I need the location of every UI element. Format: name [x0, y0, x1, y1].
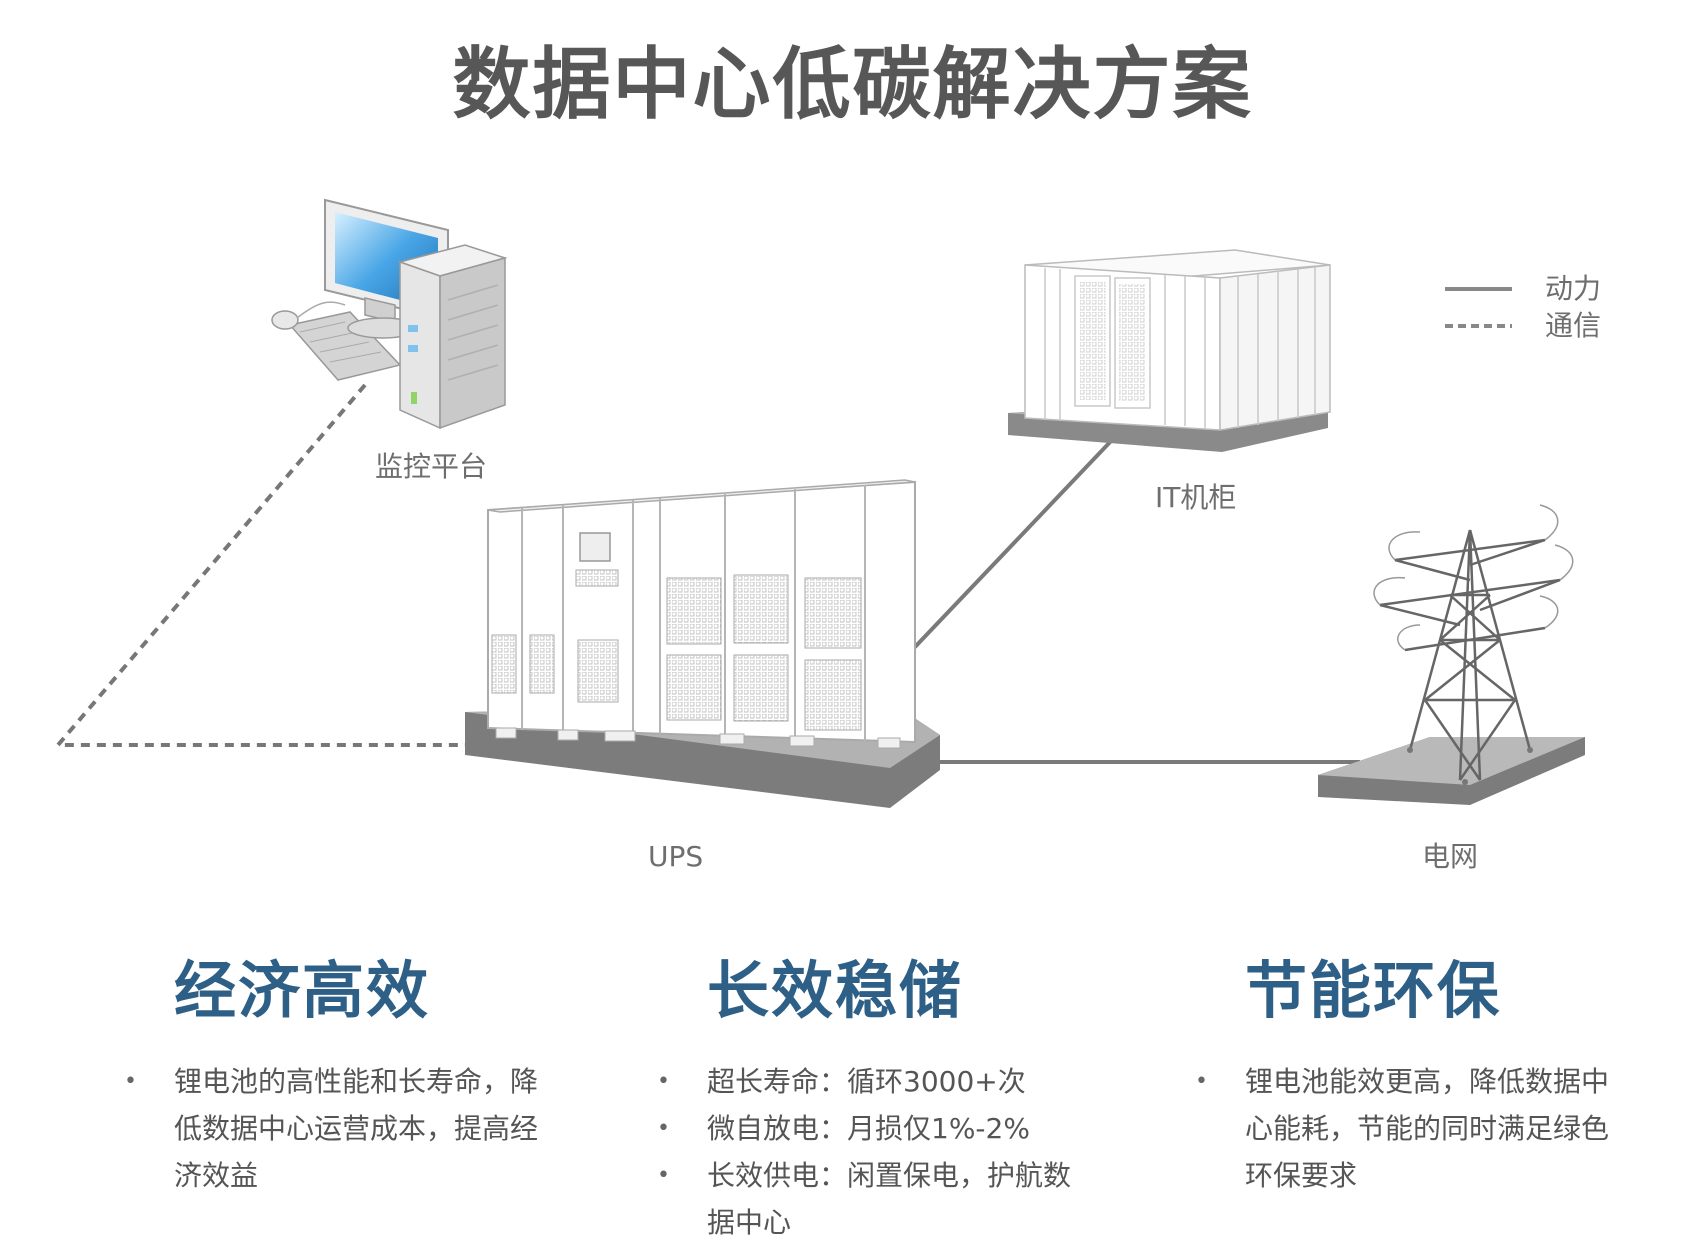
- feature-long-storage-title: 长效稳储: [707, 954, 964, 1027]
- feature-eco-friendly: 节能环保 锂电池能效更高，降低数据中心能耗，节能的同时满足绿色环保要求: [1195, 940, 1645, 1199]
- monitor-platform-label: 监控平台: [375, 450, 487, 483]
- feature-long-storage-list: 超长寿命：循环3000+次 微自放电：月损仅1%-2% 长效供电：闲置保电，护航…: [657, 1058, 1107, 1246]
- it-cabinet-label: IT机柜: [1155, 481, 1236, 514]
- feature-economic: 经济高效 锂电池的高性能和长寿命，降低数据中心运营成本，提高经济效益: [124, 940, 574, 1199]
- network-diagram: 动力 通信 监控: [53, 198, 1601, 873]
- computer-icon: [271, 198, 508, 430]
- legend-power-label: 动力: [1545, 272, 1601, 305]
- list-item: 微自放电：月损仅1%-2%: [657, 1105, 1087, 1152]
- list-item: 锂电池能效更高，降低数据中心能耗，节能的同时满足绿色环保要求: [1195, 1058, 1620, 1199]
- ups-icon: [465, 479, 940, 808]
- list-item: 锂电池的高性能和长寿命，降低数据中心运营成本，提高经济效益: [124, 1058, 554, 1199]
- ups-label: UPS: [648, 840, 703, 873]
- power-tower-icon: [1318, 504, 1585, 805]
- page-title: 数据中心低碳解决方案: [452, 40, 1253, 130]
- list-item: 超长寿命：循环3000+次: [657, 1058, 1087, 1105]
- legend-comm-label: 通信: [1545, 309, 1601, 342]
- feature-eco-friendly-list: 锂电池能效更高，降低数据中心能耗，节能的同时满足绿色环保要求: [1195, 1058, 1645, 1199]
- it-cabinet-icon: [1008, 249, 1331, 452]
- comm-line-monitor-ups: [53, 383, 548, 747]
- feature-long-storage: 长效稳储 超长寿命：循环3000+次 微自放电：月损仅1%-2% 长效供电：闲置…: [657, 940, 1107, 1246]
- feature-economic-list: 锂电池的高性能和长寿命，降低数据中心运营成本，提高经济效益: [124, 1058, 574, 1199]
- feature-economic-title: 经济高效: [174, 954, 431, 1027]
- legend: 动力 通信: [1445, 272, 1601, 342]
- power-line-ups-it: [912, 438, 1114, 650]
- grid-label: 电网: [1422, 840, 1478, 873]
- feature-eco-friendly-title: 节能环保: [1245, 954, 1502, 1027]
